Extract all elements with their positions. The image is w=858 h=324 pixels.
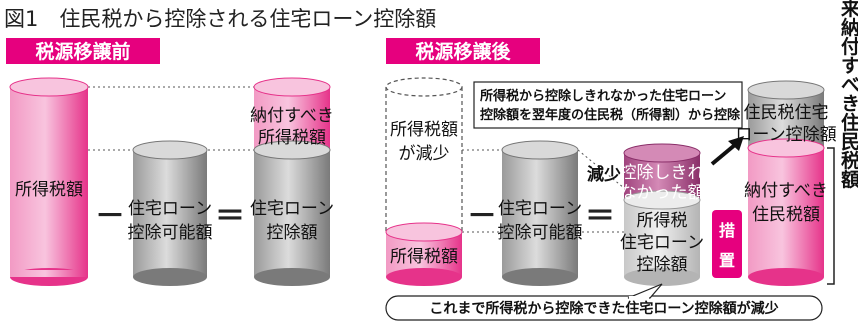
after-possible-label-line1: 住宅ローン (498, 199, 582, 219)
diagram-title: 図1 住民税から控除される住宅ローン控除額 (4, 7, 436, 31)
before-income-tax-label: 所得税額 (15, 180, 83, 200)
before-income-tax-cylinder (9, 77, 89, 286)
after-side-bracket (827, 147, 835, 285)
after-undeducted-label-line1: 控除しきれ (620, 163, 705, 183)
before-deduction-label-line2: 控除額 (267, 223, 318, 243)
after-income-tax-cylinder (385, 222, 463, 286)
after-transfer-arrow (710, 136, 744, 166)
after-equals: ＝ (585, 199, 615, 234)
after-resident-deduction-label-line1: 住民税住宅 (744, 103, 829, 123)
after-note-line1: 所得税から控除しきれなかった住宅ローン (480, 88, 726, 104)
after-resident-tax-cylinder (747, 80, 825, 286)
before-payable-label-line1: 納付すべき (250, 106, 334, 126)
after-undeducted-label-line2: なかった額 (620, 183, 705, 203)
after-band-label: 税源移譲後 (415, 40, 511, 63)
after-band (386, 38, 540, 64)
before-deduction-label-line1: 住宅ローン (250, 199, 334, 219)
after-reduced-ghost-cylinder (385, 77, 463, 232)
after-side-label: 本来納付すべき住民税額 (838, 0, 858, 189)
before-result-cylinder (253, 77, 331, 286)
before-minus: － (95, 199, 125, 234)
after-measure-label-line1: 措 (719, 221, 735, 240)
after-resident-payable-label-line2: 住民税額 (752, 205, 820, 225)
before-payable-label-line2: 所得税額 (258, 128, 326, 148)
before-possible-label-line2: 控除可能額 (128, 223, 213, 243)
after-resident-deduction-label-line2: ローン控除額 (735, 125, 836, 145)
after-deducted-label-line1: 所得税 (637, 211, 688, 231)
after-reduced-label-line1: 所得税額 (390, 120, 458, 140)
after-deducted-label-line3: 控除額 (637, 255, 688, 275)
after-result-cylinder (623, 143, 701, 286)
before-band-label: 税源移譲前 (35, 40, 130, 63)
before-band (6, 38, 160, 64)
after-reduced-label-line2: が減少 (399, 144, 450, 164)
after-income-tax-label: 所得税額 (390, 247, 458, 267)
after-decrease-label: 減少 (587, 164, 621, 185)
after-measure-label-line2: 置 (719, 251, 735, 270)
after-minus: － (467, 199, 497, 234)
after-note-box (473, 81, 743, 129)
after-bottom-callout (385, 283, 823, 321)
before-equals: ＝ (215, 199, 245, 234)
before-possible-deduction-cylinder (132, 140, 208, 286)
after-note-line2: 控除額を翌年度の住民税（所得割）から控除 (480, 107, 741, 123)
after-bottom-caption: これまで所得税から控除できた住宅ローン控除額が減少 (429, 300, 778, 317)
before-possible-label-line1: 住宅ローン (128, 199, 212, 219)
after-deducted-label-line2: 住宅ローン (620, 233, 704, 253)
after-possible-label-line2: 控除可能額 (498, 223, 583, 243)
after-measure-badge (712, 210, 742, 278)
after-possible-deduction-cylinder (501, 140, 579, 286)
after-resident-payable-label-line1: 納付すべき (744, 181, 828, 201)
